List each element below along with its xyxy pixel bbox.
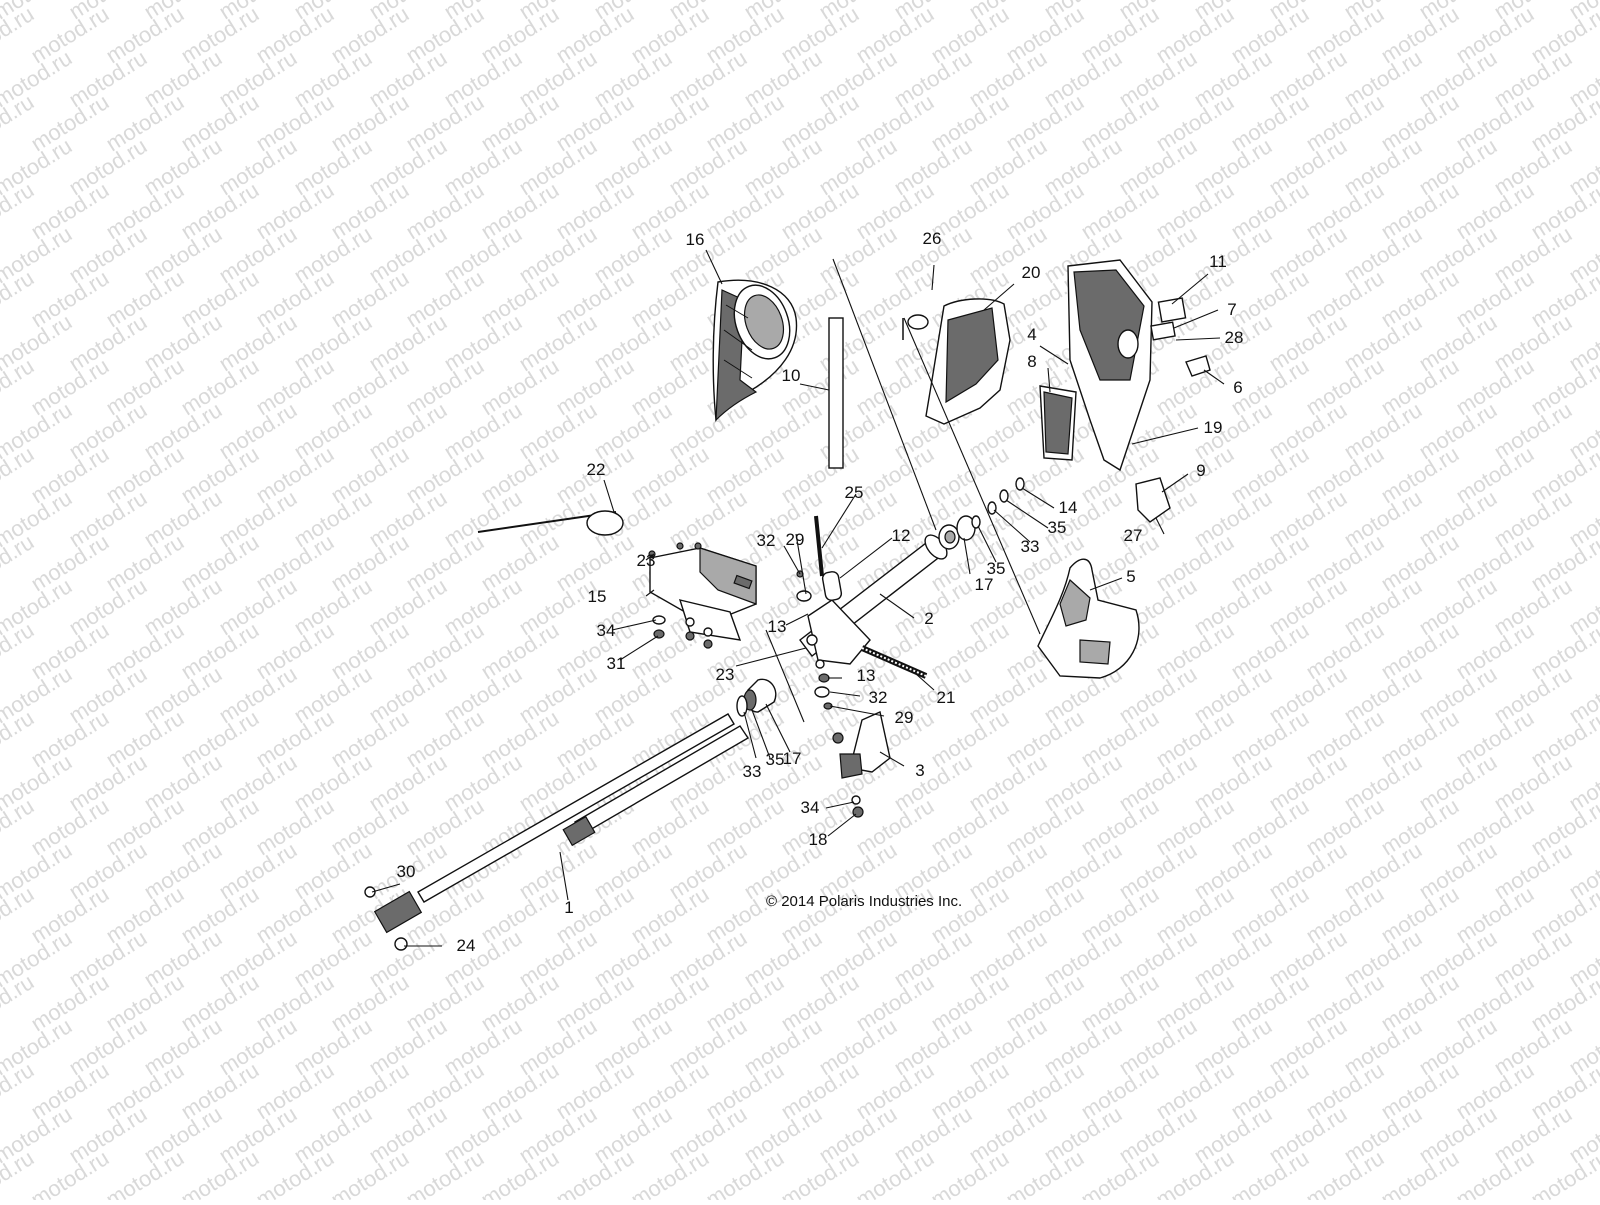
part-10-strip	[828, 317, 844, 469]
hardware-lower	[736, 678, 777, 717]
part-22-cable-tie	[477, 510, 624, 536]
parts-layer	[364, 258, 1211, 951]
part-25-bolt	[814, 515, 824, 577]
callout-17: 17	[975, 575, 994, 594]
callout-20: 20	[1022, 263, 1041, 282]
callout-32: 32	[757, 531, 776, 550]
callout-27: 27	[1124, 526, 1143, 545]
callout-31: 31	[607, 654, 626, 673]
hardware-15	[648, 542, 713, 649]
callout-13: 13	[857, 666, 876, 685]
parts-6-7-11	[1150, 297, 1211, 377]
callout-1: 1	[564, 898, 573, 917]
part-12-spacer	[821, 571, 843, 601]
callout-35: 35	[766, 750, 785, 769]
callout-7: 7	[1227, 300, 1236, 319]
callout-34: 34	[597, 621, 616, 640]
callout-29: 29	[786, 530, 805, 549]
callout-11: 11	[1209, 252, 1227, 271]
callout-35: 35	[987, 559, 1006, 578]
callout-30: 30	[397, 862, 416, 881]
part-9-switch	[1135, 477, 1171, 523]
callout-19: 19	[1204, 418, 1223, 437]
part-19-housing	[1067, 259, 1153, 472]
callout-35: 35	[1048, 518, 1067, 537]
callout-23: 23	[716, 665, 735, 684]
callout-32: 32	[869, 688, 888, 707]
callout-33: 33	[1021, 537, 1040, 556]
copyright-notice: © 2014 Polaris Industries Inc.	[766, 893, 963, 910]
part-5-boot	[1037, 558, 1140, 679]
column-bracket	[806, 599, 871, 669]
callout-25: 25	[845, 483, 864, 502]
callout-14: 14	[1059, 498, 1078, 517]
callout-10: 10	[782, 366, 801, 385]
callout-28: 28	[1225, 328, 1244, 347]
part-8-cover	[1039, 385, 1077, 461]
hardware-upper	[938, 477, 1025, 550]
assembly-lines	[765, 258, 1041, 723]
callout-5: 5	[1126, 567, 1135, 586]
callout-leaders	[371, 249, 1225, 947]
callout-24: 24	[457, 936, 476, 955]
part-1-shaft	[364, 713, 749, 951]
callout-labels: 1234567891011121313141516171718192021222…	[397, 229, 1244, 955]
callout-17: 17	[783, 749, 802, 768]
callout-9: 9	[1196, 461, 1205, 480]
callout-4: 4	[1027, 325, 1036, 344]
callout-29: 29	[895, 708, 914, 727]
callout-13: 13	[768, 617, 787, 636]
callout-33: 33	[743, 762, 762, 781]
part-16-bezel	[712, 279, 798, 422]
callout-6: 6	[1233, 378, 1242, 397]
callout-15: 15	[588, 587, 607, 606]
part-20-shroud	[902, 298, 1011, 425]
callout-18: 18	[809, 830, 828, 849]
callout-23: 23	[637, 551, 656, 570]
callout-3: 3	[915, 761, 924, 780]
callout-26: 26	[923, 229, 942, 248]
watermark-text: motod.ru	[1526, 1145, 1600, 1200]
callout-12: 12	[892, 526, 911, 545]
callout-8: 8	[1027, 352, 1036, 371]
part-15-bracket	[649, 547, 757, 641]
part-21-bolt	[860, 645, 928, 679]
part-3-bracket	[832, 711, 891, 818]
callout-22: 22	[587, 460, 606, 479]
callout-21: 21	[937, 688, 956, 707]
callout-16: 16	[686, 230, 705, 249]
callout-34: 34	[801, 798, 820, 817]
callout-2: 2	[924, 609, 933, 628]
